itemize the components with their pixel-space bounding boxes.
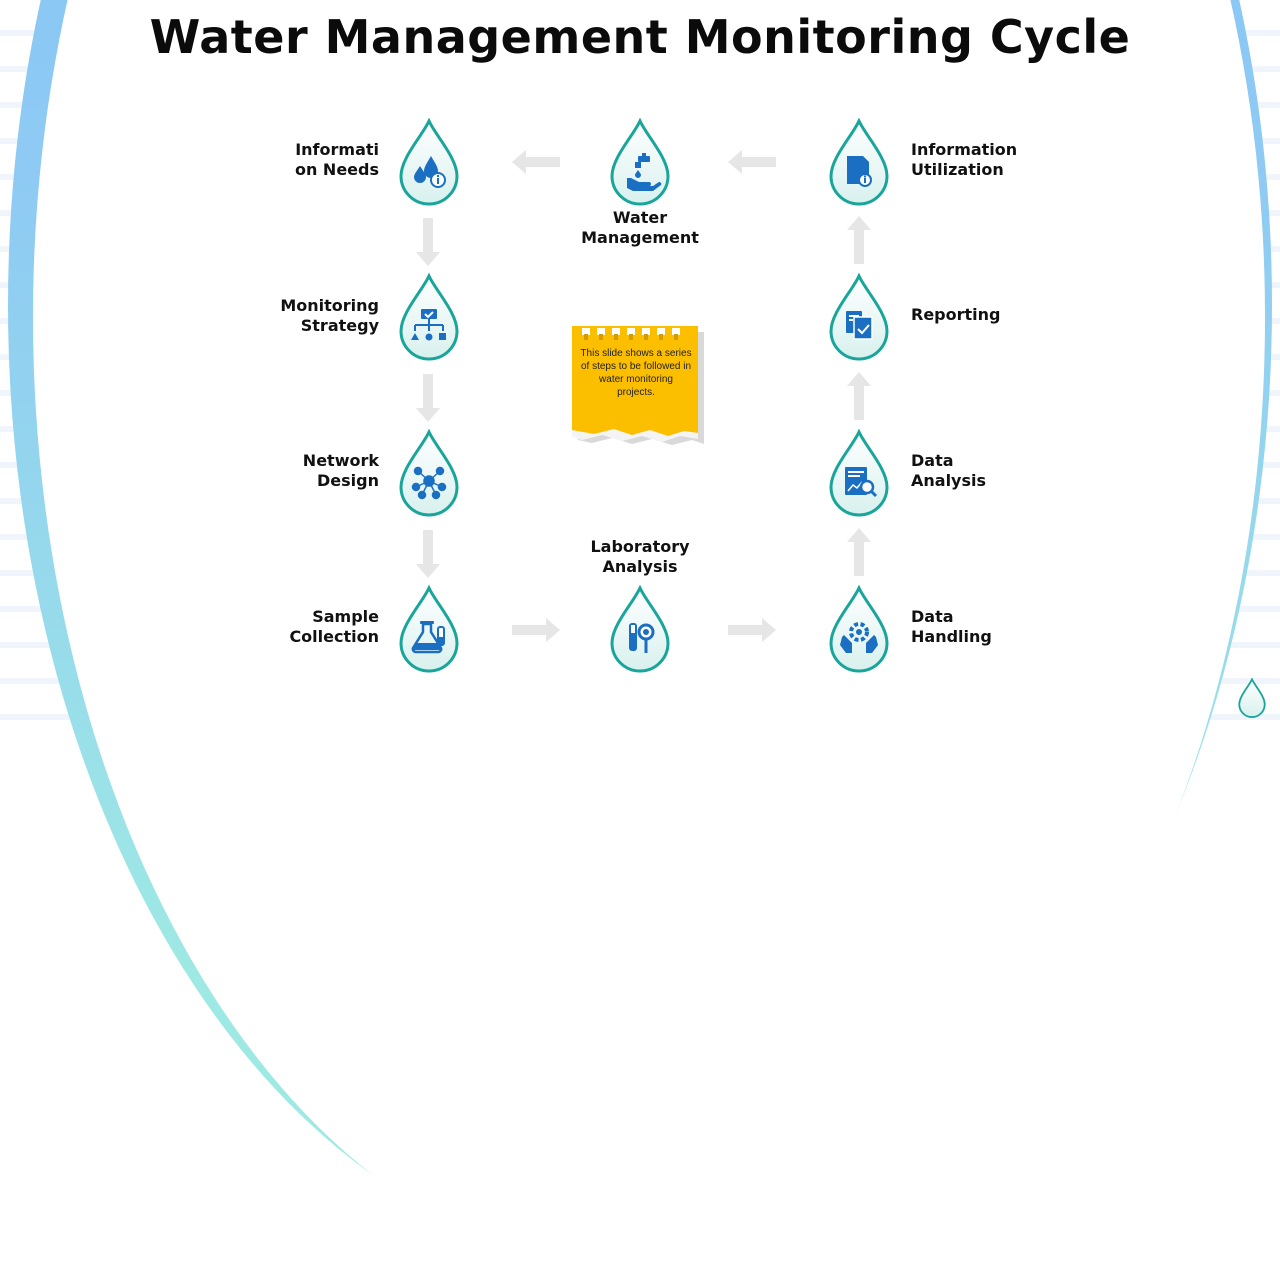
step-label-laboratory-analysis: Laboratory Analysis	[590, 537, 690, 576]
step-label-data-handling: Data Handling	[911, 607, 992, 646]
faucet-hand-icon	[625, 153, 662, 191]
step-drop-network-design	[398, 429, 460, 517]
document-info-icon	[847, 156, 872, 187]
flask-icon	[411, 621, 445, 654]
network-icon	[411, 466, 447, 500]
test-tube-icon	[629, 623, 655, 653]
note-text: This slide shows a series of steps to be…	[580, 348, 692, 398]
arrow-right-2	[728, 618, 776, 646]
arrow-left-1	[512, 150, 560, 178]
mini-drop-icon	[1237, 677, 1267, 722]
step-drop-water-management	[609, 118, 671, 206]
step-drop-reporting	[828, 273, 890, 361]
step-label-water-management: Water Management	[581, 208, 699, 247]
arrow-up-3	[847, 528, 871, 580]
step-drop-monitoring-strategy	[398, 273, 460, 361]
hierarchy-icon	[411, 309, 446, 341]
step-label-monitoring-strategy: Monitoring Strategy	[280, 296, 379, 335]
hands-gear-icon	[840, 622, 878, 653]
info-note	[572, 326, 704, 448]
water-drops-info-icon	[414, 156, 446, 188]
arrow-right-1	[512, 618, 560, 646]
step-drop-sample-collection	[398, 585, 460, 673]
step-label-sample-collection: Sample Collection	[289, 607, 379, 646]
arrow-down-2	[416, 374, 440, 426]
data-analysis-icon	[845, 467, 878, 498]
step-drop-information-utilization	[828, 118, 890, 206]
report-check-icon	[846, 311, 873, 340]
slide-title: Water Management Monitoring Cycle	[149, 10, 1131, 64]
step-drop-data-analysis	[828, 429, 890, 517]
step-label-reporting: Reporting	[911, 305, 1001, 324]
step-drop-information-needs	[398, 118, 460, 206]
arrow-up-2	[847, 372, 871, 424]
arrow-up-1	[847, 216, 871, 268]
step-drop-laboratory-analysis	[609, 585, 671, 673]
arrow-left-2	[728, 150, 776, 178]
step-label-information-needs: Informati on Needs	[294, 140, 379, 179]
step-label-data-analysis: Data Analysis	[911, 451, 987, 490]
step-label-information-utilization: Information Utilization	[911, 140, 1018, 179]
step-drop-data-handling	[828, 585, 890, 673]
step-label-network-design: Network Design	[302, 451, 379, 490]
arrow-down-3	[416, 530, 440, 582]
arrow-down-1	[416, 218, 440, 270]
